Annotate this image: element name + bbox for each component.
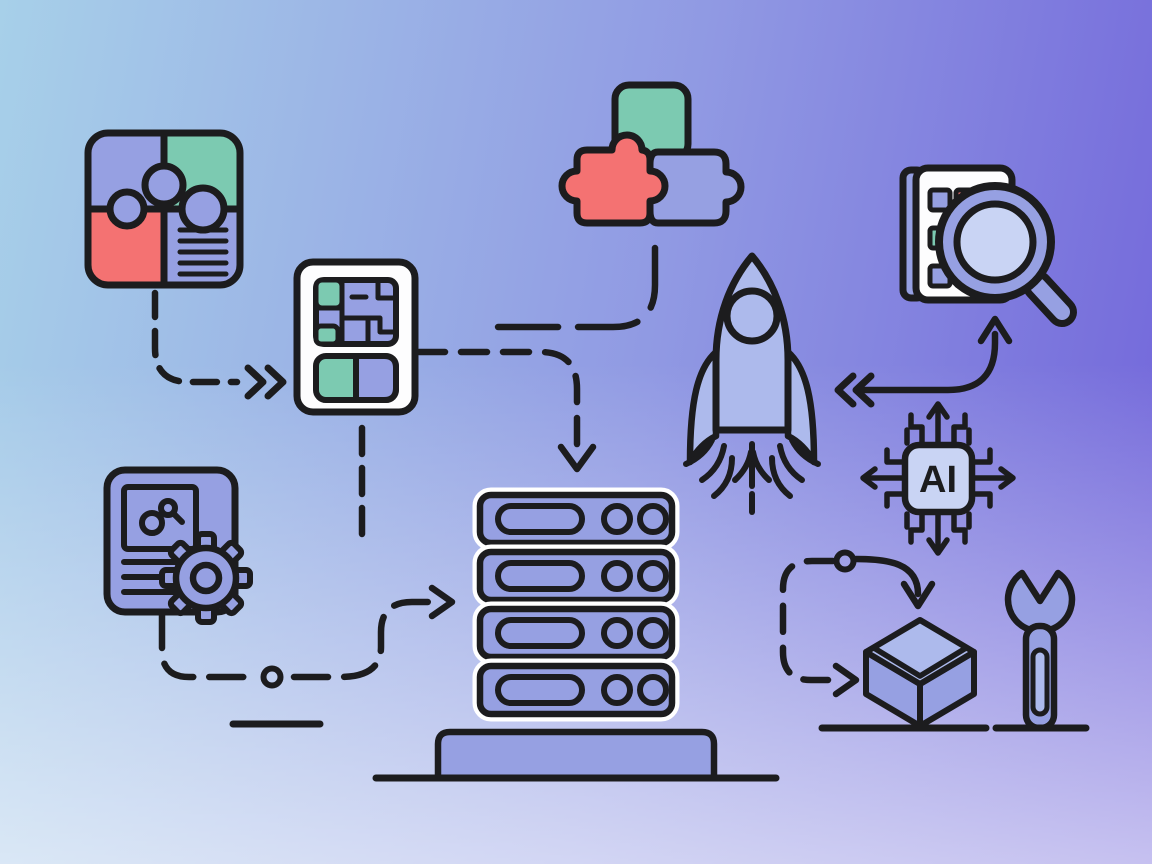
rocket-window [723,287,781,345]
connector-puzzletrio-to-module [486,244,659,331]
wrench-slot [1030,647,1050,717]
arrow-down-icon [557,443,597,473]
connector-module-to-servers [415,348,597,473]
cube-lid-line [871,645,969,679]
gear-icon [159,531,253,625]
puzzle-trio-icon [558,81,745,227]
arrow-down-icon [900,580,936,610]
server-unit [472,658,680,722]
ai-chip-icon: AI [860,401,1016,556]
chip-body [901,441,976,516]
arrow-right-icon [428,584,456,620]
module-card-icon [293,258,419,416]
document-gear-icon [103,466,253,625]
server-unit [472,601,680,665]
ai-chip-label: AI [919,459,957,501]
connector-docgear-to-servers [158,584,456,689]
circle-node-left [260,665,284,689]
connector-rocket-to-report [834,315,1013,408]
rocket-icon [683,252,821,515]
double-chevron-left-icon [834,372,875,408]
server-unit [472,544,680,608]
document-lines [177,227,229,277]
rocket-flames [683,437,821,515]
connector-puzzle-to-module [151,289,287,400]
connectors [151,244,1013,728]
server-stack-icon [372,487,780,782]
report-magnifier-icon [899,164,1077,327]
magnifier-icon [935,182,1077,327]
server-unit [472,487,680,551]
arrow-right-icon [832,662,860,698]
connector-node-to-cube [779,549,936,698]
arrow-up-icon [977,315,1013,345]
wrench-icon [992,569,1090,732]
wrench-head [1004,569,1076,635]
package-cube-icon [818,617,990,732]
double-chevron-right-icon [244,364,287,400]
circle-node-right [833,549,857,573]
chip-traces [860,401,1016,556]
server-base [434,728,718,782]
puzzle-grid-icon [84,129,244,289]
